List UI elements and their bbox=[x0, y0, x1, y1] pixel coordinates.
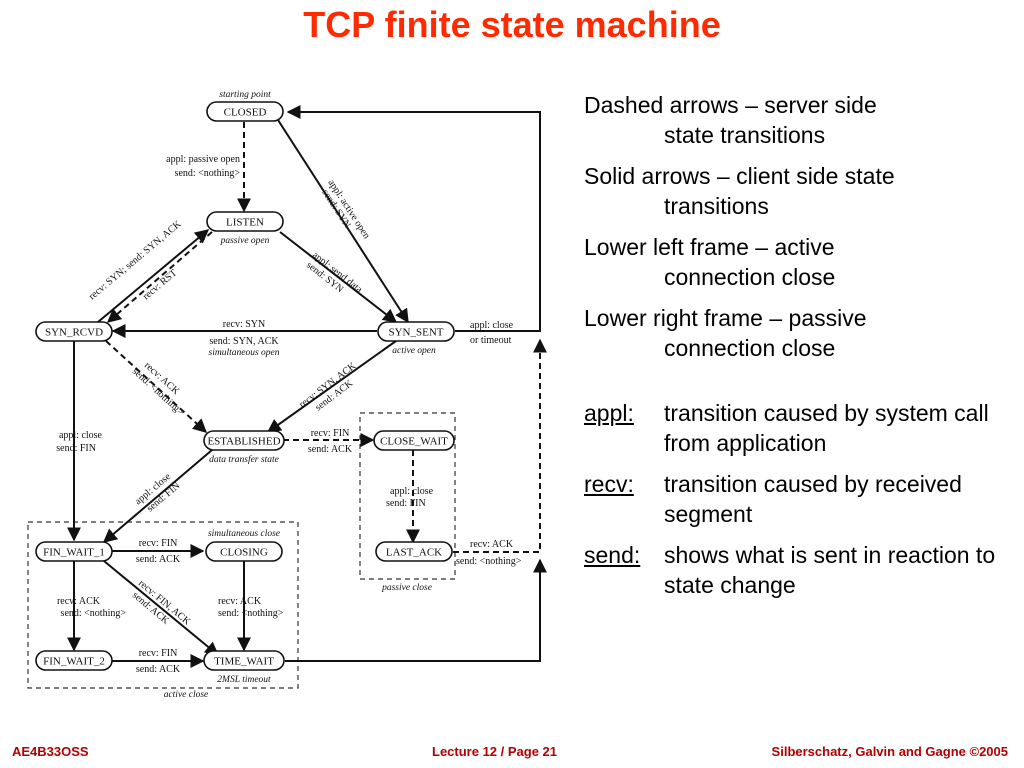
label-cw-la-1: appl: close bbox=[390, 486, 434, 497]
arrow-synsent-closed bbox=[286, 105, 541, 332]
label-la-closed-2: send: <nothing> bbox=[456, 556, 522, 567]
state-syn-sent: SYN_SENT bbox=[377, 321, 455, 342]
note-dashed-arrows: Dashed arrows – server side state transi… bbox=[584, 90, 1014, 150]
transition-arrows bbox=[67, 105, 547, 668]
label-est-cw-2: send: ACK bbox=[308, 444, 353, 455]
label-closed-listen-1: appl: passive open bbox=[166, 154, 240, 165]
arrow-la-closed bbox=[453, 338, 547, 553]
label-fw1-fw2-2: send: <nothing> bbox=[61, 608, 127, 619]
arrow-listen-synrcvd bbox=[106, 231, 213, 323]
state-time-wait-label: TIME_WAIT bbox=[214, 656, 274, 668]
label-synsent-synrcvd-2: send: SYN, ACK bbox=[209, 336, 279, 347]
label-fw2-tw-1: recv: FIN bbox=[139, 648, 178, 659]
definition-desc: transition caused by received segment bbox=[664, 471, 962, 527]
state-listen-label: LISTEN bbox=[226, 217, 264, 229]
arrow-synrcvd-est bbox=[105, 340, 208, 433]
annotation-2msl-timeout: 2MSL timeout bbox=[217, 675, 271, 685]
active-close-frame bbox=[27, 521, 299, 689]
definition-term: send: bbox=[584, 542, 641, 568]
note-first-line: Lower left frame – active bbox=[584, 234, 835, 260]
label-la-closed-1: recv: ACK bbox=[470, 539, 514, 550]
annotation-active-close: active close bbox=[164, 690, 209, 700]
annotation-simultaneous-open: simultaneous open bbox=[209, 348, 280, 358]
arrow-fw1-tw bbox=[103, 560, 220, 656]
arrow-est-fw1 bbox=[102, 449, 213, 543]
state-closing: CLOSING bbox=[205, 541, 283, 562]
annotation-passive-open: passive open bbox=[220, 236, 270, 246]
arrow-closed-synsent bbox=[277, 119, 409, 324]
label-fw2-tw-2: send: ACK bbox=[136, 664, 181, 675]
state-closing-label: CLOSING bbox=[220, 547, 268, 559]
state-fin-wait-2: FIN_WAIT_2 bbox=[35, 650, 113, 671]
state-time-wait: TIME_WAIT bbox=[203, 650, 285, 671]
state-established-label: ESTABLISHED bbox=[207, 436, 280, 448]
footer-course-code: AE4B33OSS bbox=[12, 744, 89, 759]
passive-close-frame bbox=[359, 412, 456, 580]
label-synsent-closed-2: or timeout bbox=[470, 335, 512, 346]
definition-term: appl: bbox=[584, 400, 634, 426]
annotation-data-transfer-state: data transfer state bbox=[209, 454, 279, 465]
state-close-wait-label: CLOSE_WAIT bbox=[380, 436, 448, 448]
state-closed-label: CLOSED bbox=[224, 107, 267, 119]
arrow-synrcvd-listen bbox=[97, 229, 210, 323]
note-rest-line: transitions bbox=[664, 193, 769, 219]
note-rest-line: connection close bbox=[664, 264, 836, 290]
note-first-line: Dashed arrows – server side bbox=[584, 92, 877, 118]
state-established: ESTABLISHED bbox=[203, 430, 285, 451]
label-closed-listen-2: send: <nothing> bbox=[175, 168, 241, 179]
arrow-listen-synsent bbox=[279, 231, 398, 323]
note-lower-right-frame: Lower right frame – passive connection c… bbox=[584, 303, 1014, 363]
state-syn-rcvd-label: SYN_RCVD bbox=[45, 327, 103, 339]
label-cw-la-2: send: FIN bbox=[386, 498, 426, 509]
definition-send: send: shows what is sent in reaction to … bbox=[584, 540, 1014, 600]
label-synsent-synrcvd-1: recv: SYN bbox=[223, 319, 266, 330]
state-fin-wait-1: FIN_WAIT_1 bbox=[35, 541, 113, 562]
footer-copyright: Silberschatz, Galvin and Gagne ©2005 bbox=[771, 744, 1008, 759]
label-fw1-closing-1: recv: FIN bbox=[139, 538, 178, 549]
note-solid-arrows: Solid arrows – client side state transit… bbox=[584, 161, 1014, 221]
annotation-active-open: active open bbox=[392, 346, 436, 356]
arrow-tw-closed bbox=[285, 558, 547, 662]
definition-desc: shows what is sent in reaction to state … bbox=[664, 542, 996, 598]
definition-desc: transition caused by system call from ap… bbox=[664, 400, 989, 456]
note-lower-left-frame: Lower left frame – active connection clo… bbox=[584, 232, 1014, 292]
note-rest-line: state transitions bbox=[664, 122, 826, 148]
label-est-cw-1: recv: FIN bbox=[311, 428, 350, 439]
label-closing-tw-1: recv: ACK bbox=[218, 596, 262, 607]
footer-lecture-page: Lecture 12 / Page 21 bbox=[432, 744, 558, 759]
annotation-starting-point: starting point bbox=[219, 90, 271, 100]
state-last-ack-label: LAST_ACK bbox=[386, 547, 442, 559]
slide-title: TCP finite state machine bbox=[303, 4, 721, 45]
label-synsent-closed-1: appl: close bbox=[470, 320, 514, 331]
definition-recv: recv: transition caused by received segm… bbox=[584, 469, 1014, 529]
state-fin-wait-2-label: FIN_WAIT_2 bbox=[43, 656, 105, 668]
state-syn-sent-label: SYN_SENT bbox=[388, 327, 443, 339]
label-synrcvd-fw1-1: appl: close bbox=[59, 430, 103, 441]
note-first-line: Solid arrows – client side state bbox=[584, 163, 895, 189]
state-fin-wait-1-label: FIN_WAIT_1 bbox=[43, 547, 105, 559]
annotation-simultaneous-close: simultaneous close bbox=[208, 529, 280, 539]
label-closing-tw-2: send: <nothing> bbox=[218, 608, 284, 619]
arrow-synsent-est bbox=[266, 340, 397, 433]
label-synrcvd-fw1-2: send: FIN bbox=[56, 443, 96, 454]
state-last-ack: LAST_ACK bbox=[375, 541, 453, 562]
label-fw1-closing-2: send: ACK bbox=[136, 554, 181, 565]
state-listen: LISTEN bbox=[206, 211, 284, 232]
definition-term: recv: bbox=[584, 471, 634, 497]
tcp-state-diagram: CLOSED LISTEN SYN_RCVD SYN_SENT ESTABLIS… bbox=[27, 90, 547, 700]
note-first-line: Lower right frame – passive bbox=[584, 305, 867, 331]
notes-panel: Dashed arrows – server side state transi… bbox=[584, 90, 1014, 611]
annotation-passive-close: passive close bbox=[381, 583, 432, 593]
state-closed: CLOSED bbox=[206, 101, 284, 122]
label-synrcvd-listen: recv: RST bbox=[141, 268, 179, 303]
state-syn-rcvd: SYN_RCVD bbox=[35, 321, 113, 342]
transition-labels: appl: passive open send: <nothing> appl:… bbox=[56, 154, 522, 675]
label-fw1-fw2-1: recv: ACK bbox=[57, 596, 101, 607]
state-close-wait: CLOSE_WAIT bbox=[373, 430, 455, 451]
definition-appl: appl: transition caused by system call f… bbox=[584, 398, 1014, 458]
note-rest-line: connection close bbox=[664, 335, 836, 361]
